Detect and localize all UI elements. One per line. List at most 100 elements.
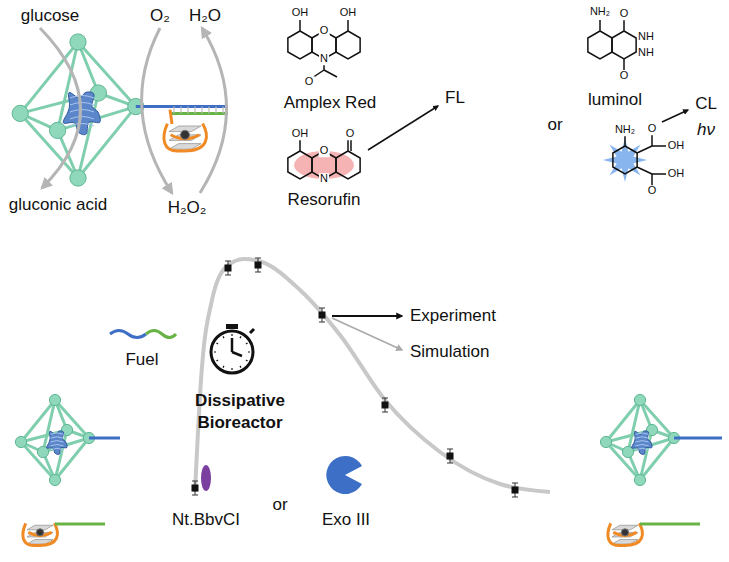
error-bar — [192, 495, 198, 496]
product-label: H₂O₂ — [168, 198, 207, 218]
emission-arrow — [662, 110, 688, 122]
emission-arrow — [368, 106, 438, 150]
error-bar — [382, 398, 388, 399]
stopwatch-tick — [214, 351, 216, 352]
base-pair — [215, 107, 216, 114]
legend-text: Simulation — [410, 342, 489, 362]
g-quadruplex — [23, 523, 57, 545]
enzyme-fold — [635, 437, 648, 438]
base-pair — [173, 107, 174, 114]
atom-label: NH₂ — [589, 6, 611, 18]
ring — [588, 31, 612, 59]
exonuclease — [326, 456, 362, 494]
enzyme-name: Nt.BbvCI — [172, 510, 240, 530]
enzyme-body — [632, 431, 652, 455]
stopwatch-face — [211, 331, 253, 373]
leader-arrow — [332, 315, 402, 317]
bond — [637, 167, 652, 174]
stopwatch-tick — [231, 368, 232, 370]
enzyme-fold — [635, 441, 648, 442]
atom-label: NH — [637, 47, 655, 59]
signal-label: CL — [695, 94, 717, 114]
fuel-strand — [146, 331, 176, 338]
ring — [336, 151, 360, 179]
error-bar — [512, 483, 518, 484]
bond — [347, 140, 349, 151]
reactant-label: O₂ — [150, 6, 170, 26]
quadruplex-strand — [608, 523, 642, 545]
octahedron-vertex — [70, 34, 86, 50]
dna-strand — [170, 112, 228, 115]
enzyme-fold — [50, 433, 63, 434]
bond — [637, 146, 652, 153]
base-pair — [187, 107, 188, 114]
error-bar — [447, 463, 453, 464]
enzyme-fold — [70, 103, 94, 106]
data-point — [382, 402, 389, 409]
enzyme — [632, 431, 652, 455]
stopwatch-button — [250, 329, 254, 333]
g-quadruplex — [608, 523, 642, 545]
enzyme — [47, 431, 67, 455]
enzyme-fold — [635, 433, 648, 434]
enzyme-fold — [70, 96, 94, 99]
atom-label: OH — [291, 7, 310, 19]
bond — [652, 173, 666, 175]
quadruplex-strand — [23, 523, 57, 545]
dna-strand — [640, 523, 700, 526]
product-label: gluconic acid — [9, 195, 107, 215]
octahedron-vertex — [49, 394, 60, 405]
bond — [299, 20, 301, 31]
octahedron-vertex — [634, 394, 645, 405]
enzyme-body — [47, 431, 67, 455]
ring — [288, 31, 312, 59]
compound-name: Resorufin — [288, 190, 361, 210]
ring — [613, 146, 637, 174]
octahedron-vertex — [600, 436, 611, 447]
atom-label: O — [619, 8, 630, 20]
octahedron-vertex — [15, 436, 26, 447]
data-point — [255, 262, 262, 269]
bond — [651, 134, 653, 146]
error-bar — [255, 258, 261, 259]
ring — [336, 31, 360, 59]
atom-label: O — [647, 123, 658, 135]
atom-label: NH — [637, 31, 655, 43]
atom-label: O — [319, 145, 330, 157]
atom-label: N — [319, 53, 329, 65]
atom-label: O — [304, 76, 315, 88]
nicking-enzyme — [201, 465, 211, 491]
quadruplex-strand — [164, 124, 206, 151]
compound-name: luminol — [588, 90, 642, 110]
photon-label: hν — [697, 120, 715, 140]
data-point — [192, 485, 199, 492]
hemin — [36, 529, 43, 536]
stopwatch-tick — [240, 366, 241, 368]
stopwatch-tick — [231, 334, 232, 336]
error-bar — [382, 412, 388, 413]
bioreactor-title: Dissipative Bioreactor — [185, 390, 295, 434]
reaction-arrow — [142, 28, 172, 193]
enzyme-fold — [635, 444, 648, 445]
bond — [624, 135, 626, 146]
bond — [652, 145, 666, 147]
hemin — [621, 529, 628, 536]
fuel-label: Fuel — [125, 350, 158, 370]
enzyme-fold — [70, 124, 94, 127]
octahedron-vertex — [12, 105, 28, 121]
fuel-strand — [110, 331, 146, 338]
base-pair — [222, 107, 223, 114]
atom-label: N — [319, 173, 329, 185]
enzyme-fold — [635, 448, 648, 449]
atom-label: O — [619, 70, 630, 82]
simulation-curve — [195, 259, 550, 492]
linker — [170, 110, 172, 124]
reaction-arrow — [40, 28, 81, 188]
bond — [299, 140, 301, 151]
dna-octahedron — [600, 394, 679, 485]
error-bar — [319, 322, 325, 323]
dna-strand — [55, 523, 105, 526]
bond — [599, 20, 601, 31]
reaction-arrow — [200, 28, 227, 193]
